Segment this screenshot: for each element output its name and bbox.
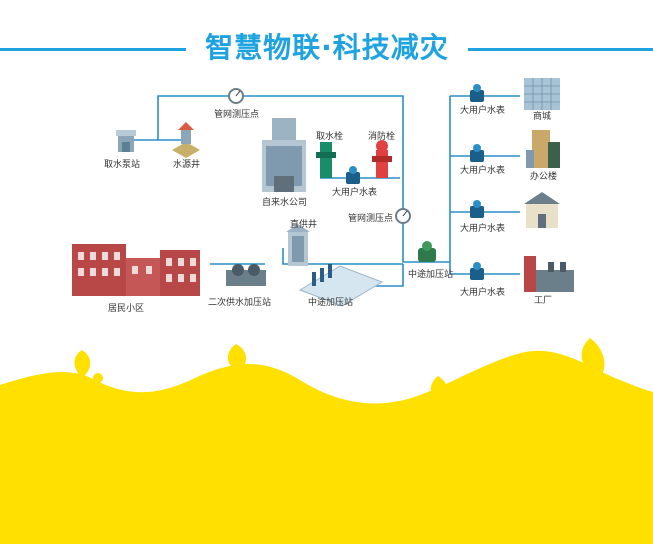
house-building-icon [524,192,560,228]
booster-equipment-icon [226,264,266,286]
hydrant-intake-label: 取水栓 [316,132,344,142]
meter-office-label: 大用户水表 [460,166,506,176]
meter-mall-label: 大用户水表 [460,106,506,116]
title-rule-left [0,48,186,51]
direct-well-icon [286,224,310,266]
factory-label: 工厂 [534,296,553,306]
office-tower-icon [526,130,560,168]
hydrant-icon [316,142,336,178]
residential-buildings-icon [72,244,200,296]
page-title: 智慧物联·科技减灾 [205,31,449,64]
factory-icon [524,256,574,292]
pressure-gauge-icon [395,208,411,224]
pipe-network [131,95,520,287]
water-well-icon [172,122,200,158]
hydrant-fire-label: 消防栓 [368,132,396,142]
water-meter-icon [470,262,484,280]
yellow-wave-background [0,350,653,544]
secondary-booster-label: 二次供水加压站 [208,298,272,308]
mall-label: 商城 [533,112,552,122]
mall-building-icon [524,78,560,110]
pressure-gauge-icon [228,88,244,104]
source-well-label: 水源井 [173,160,201,170]
meter-mid-label: 大用户水表 [332,188,378,198]
droplet-icon [74,338,620,402]
meter-factory-label: 大用户水表 [460,288,506,298]
title-banner: 智慧物联·科技减灾 [0,22,653,74]
pressure-point-mid-label: 管网测压点 [348,214,394,224]
water-meter-icon [470,84,484,102]
meter-school-label: 大用户水表 [460,224,506,234]
booster-mid-label: 中途加压站 [308,298,354,308]
direct-well-label: 直供井 [290,220,318,230]
title-rule-right [468,48,653,51]
water-tank-icon [298,264,384,307]
water-meter-icon [470,144,484,162]
fire-hydrant-icon [372,140,392,178]
residential-label: 居民小区 [108,304,145,314]
pressure-point-top-label: 管网测压点 [214,110,260,120]
water-meter-icon [346,166,360,184]
booster-pump-icon [418,241,436,262]
water-company-label: 自来水公司 [262,198,308,208]
water-meter-icon [470,200,484,218]
office-label: 办公楼 [530,172,558,182]
intake-pump-label: 取水泵站 [104,160,141,170]
booster-right-label: 中途加压站 [408,270,454,280]
office-building-icon [262,118,306,192]
pump-station-icon [116,130,136,152]
